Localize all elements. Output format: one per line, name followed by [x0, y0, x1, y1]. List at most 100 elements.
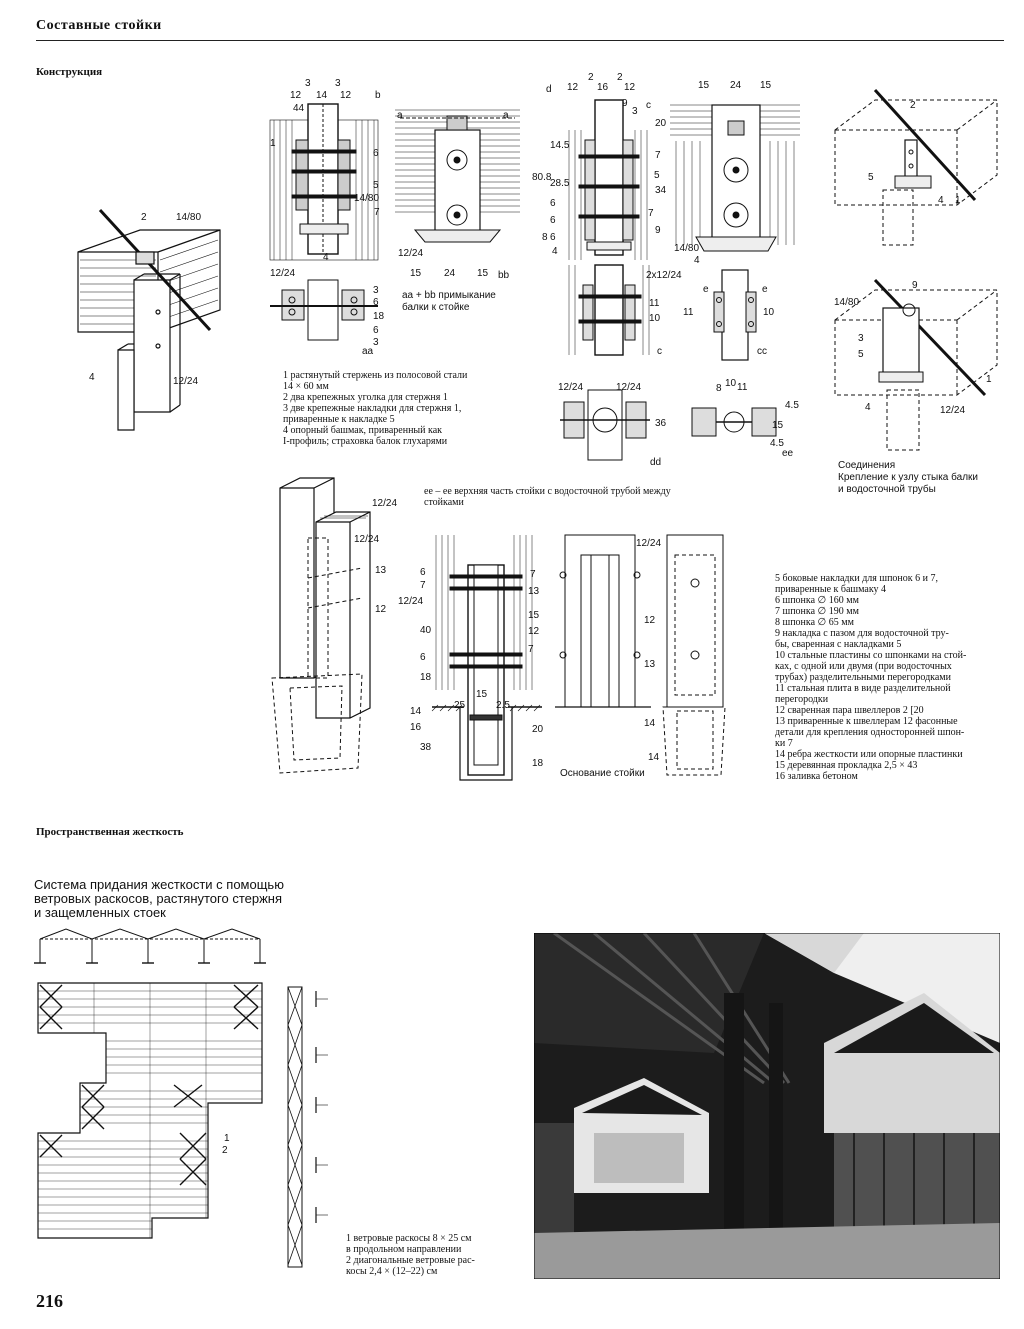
dim-12b: 12	[340, 90, 352, 101]
legend-3-line: в продольном направлении	[346, 1244, 462, 1255]
label-5-c: 5	[654, 170, 660, 181]
caption-stiffness-line2: ветровых раскосов, растянутого стержня	[34, 891, 283, 906]
section-title-construction: Конструкция	[36, 66, 103, 78]
label-13-col: 13	[375, 565, 387, 576]
dim-6-base: 6	[420, 567, 426, 578]
legend-1-line: 4 опорный башмак, приваренный как	[283, 425, 443, 436]
dim-18-base: 18	[420, 672, 432, 683]
label-5: 5	[373, 180, 379, 191]
label-4-iso1: 4	[938, 195, 944, 206]
label-d1: d	[546, 84, 552, 95]
legend-1-line: 3 две крепежные накладки для стержня 1,	[283, 403, 462, 414]
dim-8-c: 8	[542, 232, 548, 243]
label-14-base: 14	[410, 706, 422, 717]
label-a2: a	[503, 110, 509, 121]
label-4b: 4	[323, 252, 329, 263]
label-13-elev: 13	[644, 659, 656, 670]
dim-20-base: 20	[532, 724, 544, 735]
label-5-iso2: 5	[858, 349, 864, 360]
label-7a-base: 7	[530, 569, 536, 580]
section-2x12-24-drawing	[568, 264, 650, 356]
caption-ee: ee – ee верхняя часть стойки с водосточн…	[424, 486, 671, 508]
label-2: 2	[141, 212, 147, 223]
iso-beam-column-drawing	[77, 208, 221, 431]
label-7-c: 7	[648, 208, 654, 219]
legend-2: 5 боковые накладки для шпонок 6 и 7, при…	[775, 573, 966, 782]
beam-to-column-elevation-drawing	[395, 109, 520, 243]
label-10-cc: 10	[763, 307, 775, 318]
section-c-drawing	[568, 99, 648, 260]
dim-6b-sec: 6	[373, 325, 379, 336]
dim-12a: 12	[290, 90, 302, 101]
label-4: 4	[89, 372, 95, 383]
section-aa-drawing	[270, 279, 378, 341]
label-e2: e	[762, 284, 768, 295]
dim-3a: 3	[305, 78, 311, 89]
dim-36-dd: 36	[655, 418, 667, 429]
roof-plan-bracing-drawing	[37, 982, 263, 1239]
legend-2-line: 12 сваренная пара швеллеров 2 [20	[775, 705, 924, 716]
label-12-24-dd1: 12/24	[558, 382, 584, 393]
label-15-base: 15	[528, 610, 540, 621]
legend-1-line: 14 × 60 мм	[283, 381, 329, 392]
legend-2-line: ки 7	[775, 738, 793, 749]
caption-connections-line1: Соединения	[838, 460, 896, 471]
legend-2-line: приваренные к башмаку 4	[775, 584, 887, 595]
label-12-elev: 12	[644, 615, 656, 626]
section-title-stiffness: Пространственная жесткость	[36, 826, 184, 838]
caption-connections: Соединения Крепление к узлу стыка балки …	[838, 460, 978, 496]
dim-15-base: 15	[476, 689, 488, 700]
legend-2-line: 5 боковые накладки для шпонок 6 и 7,	[775, 573, 938, 584]
caption-base: Основание стойки	[560, 768, 645, 779]
dim-3b: 3	[335, 78, 341, 89]
legend-2-line: 14 ребра жесткости или опорные пластинки	[775, 749, 963, 760]
label-14-80-iso2: 14/80	[834, 297, 860, 308]
legend-2-line: 16 заливка бетоном	[775, 771, 858, 782]
dim-80-8: 80.8	[532, 172, 552, 183]
legend-2-line: бы, сваренная с накладками 5	[775, 639, 902, 650]
label-8-ee: 8	[716, 383, 722, 394]
dim-40-base: 40	[420, 625, 432, 636]
label-5-iso1: 5	[868, 172, 874, 183]
interior-photograph	[534, 933, 1000, 1279]
dim-2-5-base: 2.5	[496, 700, 510, 711]
legend-2-line: 10 стальные пластины со шпонками на стой…	[775, 650, 967, 661]
dim-9-c: 9	[622, 98, 628, 109]
legend-2-line: трубах) разделительными перегородками	[775, 672, 951, 683]
label-6-c: 6	[550, 198, 556, 209]
label-14b-elev: 14	[648, 752, 660, 763]
label-14a-elev: 14	[644, 718, 656, 729]
caption-aa-bb-line1: aa + bb примыкание	[402, 290, 496, 301]
legend-2-line: 11 стальная плита в виде разделительной	[775, 683, 951, 694]
label-12-24-sec: 12/24	[270, 268, 296, 279]
section-cc-drawing	[713, 269, 757, 361]
label-14-80: 14/80	[176, 212, 202, 223]
dim-15b-aa: 15	[477, 268, 489, 279]
label-2-iso1: 2	[910, 100, 916, 111]
label-10-c: 10	[649, 313, 661, 324]
header-rule	[36, 40, 1004, 41]
label-9-iso2: 9	[912, 280, 918, 291]
iso-connection-2-drawing	[834, 278, 998, 451]
dim-14: 14	[316, 90, 328, 101]
label-12-24-elev: 12/24	[636, 538, 662, 549]
legend-1-line: 1 растянутый стержень из полосовой стали	[283, 370, 468, 381]
dim-24-aa: 24	[444, 268, 456, 279]
legend-2-line: детали для крепления односторонней шпон-	[775, 727, 965, 738]
frame-schematic-drawing	[34, 928, 266, 964]
dim-20-r: 20	[655, 118, 667, 129]
label-a1: a	[397, 110, 403, 121]
dim-6b-base: 6	[420, 652, 426, 663]
dim-7-base: 7	[420, 580, 426, 591]
label-12-24: 12/24	[173, 376, 199, 387]
label-3-iso2: 3	[858, 333, 864, 344]
legend-2-line: 6 шпонка ∅ 160 мм	[775, 595, 859, 606]
legend-2-line: 15 деревянная прокладка 2,5 × 43	[775, 760, 918, 771]
legend-3-line: 2 диагональные ветровые рас-	[346, 1255, 475, 1266]
legend-3-line: косы 2,4 × (12–22) см	[346, 1266, 438, 1277]
dim-2b-c: 2	[617, 72, 623, 83]
dim-28-5: 28.5	[550, 178, 570, 189]
label-14-80-r: 14/80	[674, 243, 700, 254]
dim-15-ee: 15	[772, 420, 784, 431]
dim-3b-sec: 3	[373, 337, 379, 348]
